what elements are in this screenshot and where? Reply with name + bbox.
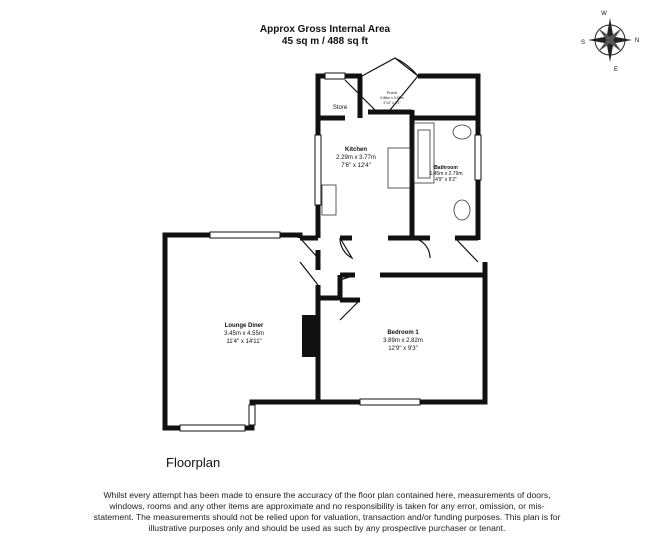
svg-text:7'6" x 12'4": 7'6" x 12'4" — [341, 163, 371, 169]
svg-text:Porch: Porch — [387, 90, 397, 95]
svg-text:0.86m x 0.65m: 0.86m x 0.65m — [380, 96, 403, 100]
svg-text:Bedroom 1: Bedroom 1 — [387, 330, 419, 336]
room-label-store: Store — [333, 105, 348, 111]
windows — [179, 72, 482, 432]
svg-text:1.45m x 2.79m: 1.45m x 2.79m — [429, 171, 462, 177]
fixtures — [321, 122, 472, 221]
compass-e: N — [635, 38, 639, 44]
floor-label: Floorplan — [166, 455, 221, 470]
walls — [162, 73, 488, 431]
svg-text:3.45m x 4.55m: 3.45m x 4.55m — [224, 331, 264, 337]
compass-n: W — [601, 11, 607, 17]
room-label-bedroom1: Bedroom 1 3.89m x 2.82m 12'9" x 9'3" — [383, 330, 423, 352]
disclaimer-text: Whilst every attempt has been made to en… — [93, 490, 561, 533]
svg-text:Lounge Diner: Lounge Diner — [225, 323, 264, 329]
compass-icon: W N S E — [581, 11, 639, 73]
area-value: 45 sq m / 488 sq ft — [281, 36, 369, 47]
svg-text:Kitchen: Kitchen — [345, 147, 367, 153]
svg-text:2'10" x 2'1": 2'10" x 2'1" — [383, 101, 401, 105]
room-label-kitchen: Kitchen 2.29m x 3.77m 7'6" x 12'4" — [336, 147, 376, 169]
compass-w: E — [614, 67, 618, 73]
room-label-porch: Porch 0.86m x 0.65m 2'10" x 2'1" — [380, 90, 403, 105]
svg-text:2.29m x 3.77m: 2.29m x 3.77m — [336, 155, 376, 161]
compass-s: S — [581, 40, 585, 46]
chimney-breast — [302, 315, 316, 357]
svg-text:4'9" x 9'2": 4'9" x 9'2" — [435, 177, 457, 183]
svg-text:3.89m x 2.82m: 3.89m x 2.82m — [383, 338, 423, 344]
doors — [299, 57, 479, 321]
svg-text:12'9" x 9'3": 12'9" x 9'3" — [388, 346, 418, 352]
room-label-bathroom: Bathroom 1.45m x 2.79m 4'9" x 9'2" — [429, 165, 462, 183]
room-label-lounge: Lounge Diner 3.45m x 4.55m 11'4" x 14'11… — [224, 323, 264, 345]
svg-text:11'4" x 14'11": 11'4" x 14'11" — [226, 339, 261, 345]
area-title: Approx Gross Internal Area — [259, 24, 391, 35]
svg-text:Bathroom: Bathroom — [434, 165, 458, 171]
